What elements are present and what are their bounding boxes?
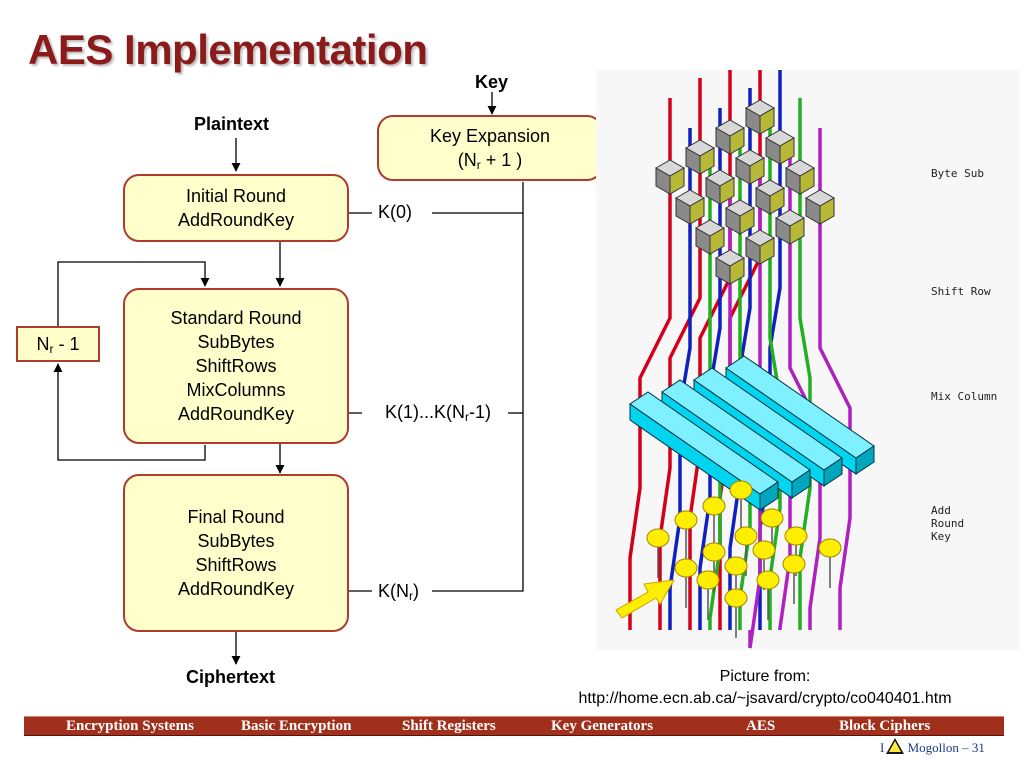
nav-shift-registers[interactable]: Shift Registers (402, 718, 496, 734)
wire (668, 128, 692, 630)
wire (758, 168, 792, 630)
add-round-key-dot (760, 508, 784, 528)
key-label: Key (475, 72, 509, 92)
wire (708, 158, 722, 630)
standard-round-step: AddRoundKey (177, 404, 295, 424)
shift-row-label: Shift Row (931, 285, 991, 298)
nav-aes[interactable]: AES (746, 718, 776, 734)
byte-sub-cube (654, 159, 686, 195)
final-round-step: SubBytes (197, 531, 275, 551)
standard-round-box: Standard Round SubBytes ShiftRows MixCol… (123, 288, 349, 444)
add-round-key-label: Key (931, 530, 951, 543)
mix-column-bars (629, 355, 875, 511)
byte-sub-cubes (654, 99, 836, 285)
add-round-key-dot (724, 588, 748, 608)
round-keys-middle: K(1)...K(Nr-1) (385, 402, 492, 424)
byte-sub-cube (754, 179, 786, 215)
wire (628, 98, 672, 630)
byte-sub-cube (694, 219, 726, 255)
aes-round-illustration: Byte Sub Shift Row Mix Column Add Round … (596, 70, 1020, 650)
ciphertext-label: Ciphertext (186, 667, 276, 687)
nav-encryption-systems[interactable]: Encryption Systems (66, 718, 194, 734)
key-expansion-box: Key Expansion (Nr + 1 ) (377, 115, 603, 181)
key-expansion-title: Key Expansion (429, 126, 551, 146)
add-round-key-dot (674, 510, 698, 530)
plaintext-label: Plaintext (194, 114, 270, 134)
add-round-key-dot (702, 542, 726, 562)
byte-sub-cube (674, 189, 706, 225)
add-round-key-dot (752, 540, 776, 560)
round-key-0: K(0) (378, 202, 413, 222)
add-round-key-label: Round (931, 517, 964, 530)
byte-sub-cube (744, 229, 776, 265)
byte-sub-cube (714, 119, 746, 155)
standard-round-step: ShiftRows (195, 356, 277, 376)
add-round-key-dots (646, 480, 842, 638)
add-round-key-dot (734, 526, 758, 546)
byte-sub-cube (744, 99, 776, 135)
standard-round-title: Standard Round (170, 308, 302, 328)
footer-prefix: I (880, 740, 885, 755)
nav-block-ciphers[interactable]: Block Ciphers (839, 718, 931, 734)
credit-heading: Picture from: (719, 668, 811, 685)
initial-round-box: Initial Round AddRoundKey (123, 174, 349, 242)
add-round-key-dot (724, 556, 748, 576)
byte-sub-cube (714, 249, 746, 285)
final-round-box: Final Round SubBytes ShiftRows AddRoundK… (123, 474, 349, 632)
byte-sub-cube (724, 199, 756, 235)
round-key-final: K(Nr) (378, 581, 419, 603)
byte-sub-cube (704, 169, 736, 205)
bottom-nav-bar: Encryption Systems Basic Encryption Shif… (24, 716, 1004, 736)
footer-page-number: Mogollon – 31 (907, 740, 985, 755)
loop-count-label: Nr - 1 (36, 334, 80, 356)
credit-url[interactable]: http://home.ecn.ab.ca/~jsavard/crypto/co… (578, 690, 952, 707)
initial-round-step: AddRoundKey (177, 210, 295, 230)
key-expansion-rounds: (Nr + 1 ) (457, 150, 523, 172)
loop-count-box: Nr - 1 (16, 326, 100, 362)
final-round-step: ShiftRows (195, 555, 277, 575)
final-round-step: AddRoundKey (177, 579, 295, 599)
mix-column-label: Mix Column (931, 390, 997, 403)
add-round-key-dot (782, 554, 806, 574)
warning-triangle-icon (886, 738, 905, 754)
byte-sub-cube (774, 209, 806, 245)
slide-footer: I Mogollon – 31 (880, 738, 985, 756)
picture-credit: Picture from: http://home.ecn.ab.ca/~jsa… (545, 666, 985, 710)
byte-sub-cube (804, 189, 836, 225)
add-round-key-dot (756, 570, 780, 590)
byte-sub-label: Byte Sub (931, 167, 984, 180)
nav-basic-encryption[interactable]: Basic Encryption (241, 718, 352, 734)
add-round-key-dot (646, 528, 670, 548)
add-round-key-dot (818, 538, 842, 558)
initial-round-title: Initial Round (185, 186, 287, 206)
input-arrow (615, 579, 675, 619)
add-round-key-dot (674, 558, 698, 578)
byte-sub-cube (684, 139, 716, 175)
standard-round-step: MixColumns (186, 380, 286, 400)
add-round-key-dot (784, 526, 808, 546)
slide-title: AES Implementation (28, 26, 428, 73)
final-round-title: Final Round (187, 507, 285, 527)
add-round-key-dot (702, 496, 726, 516)
byte-sub-cube (734, 149, 766, 185)
standard-round-step: SubBytes (197, 332, 275, 352)
add-round-key-dot (696, 570, 720, 590)
nav-key-generators[interactable]: Key Generators (551, 718, 654, 734)
byte-sub-cube (784, 159, 816, 195)
byte-sub-cube (764, 129, 796, 165)
add-round-key-dot (729, 480, 753, 500)
add-round-key-label: Add (931, 504, 951, 517)
